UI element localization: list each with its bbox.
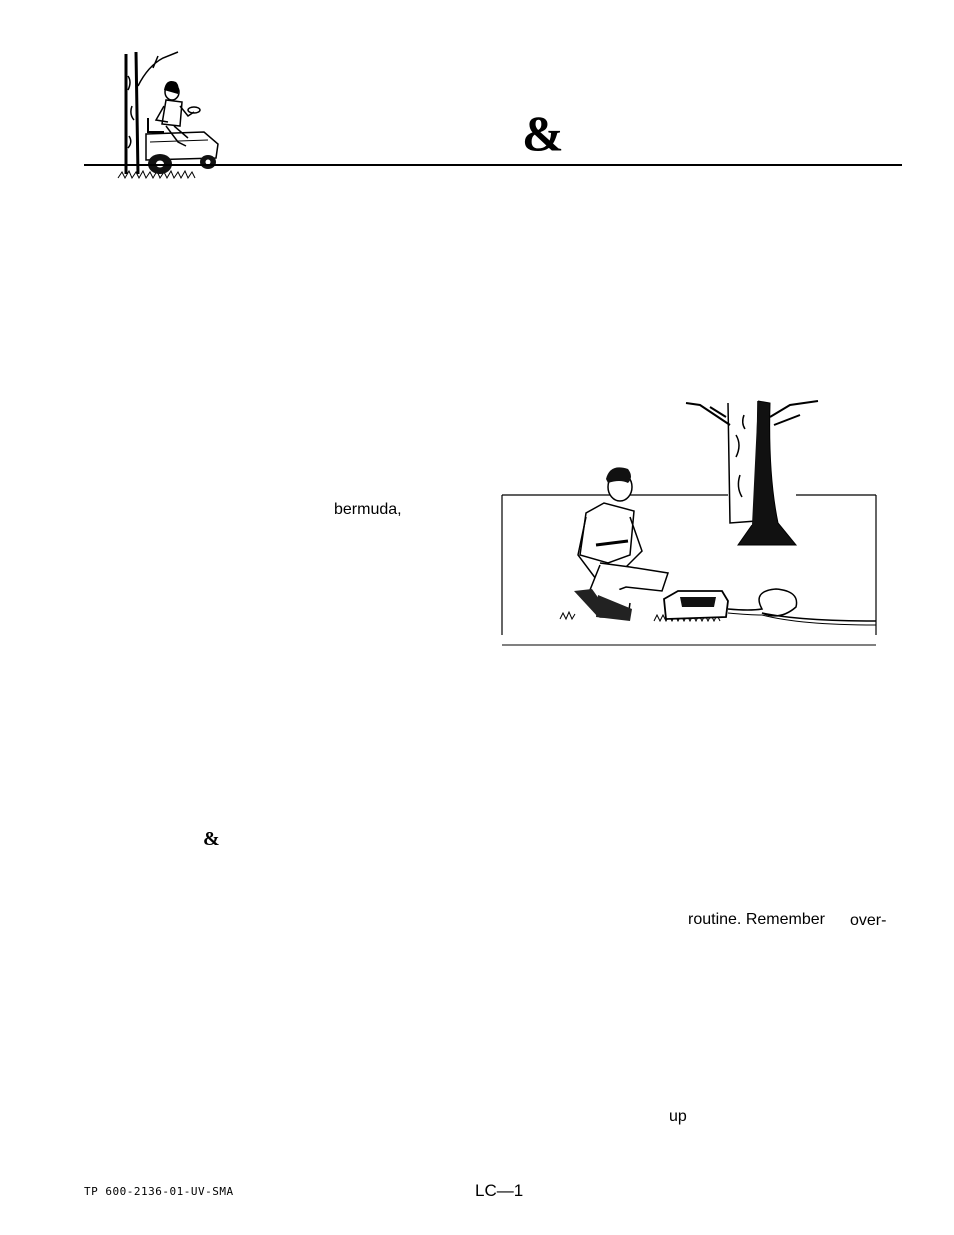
text-bermuda: bermuda, <box>334 501 402 518</box>
text-routine-remember: routine. Remember <box>688 911 825 928</box>
document-code: TP 600-2136-01-UV-SMA <box>84 1185 234 1198</box>
page-number: LC—1 <box>475 1181 524 1200</box>
text-ampersand: & <box>203 828 220 850</box>
edger-illustration-icon <box>501 400 877 646</box>
page-title-ampersand: & <box>522 105 564 161</box>
text-up: up <box>669 1108 687 1125</box>
text-over: over- <box>850 912 887 929</box>
rider-mower-logo-icon <box>117 51 219 180</box>
header-rule <box>84 164 902 166</box>
